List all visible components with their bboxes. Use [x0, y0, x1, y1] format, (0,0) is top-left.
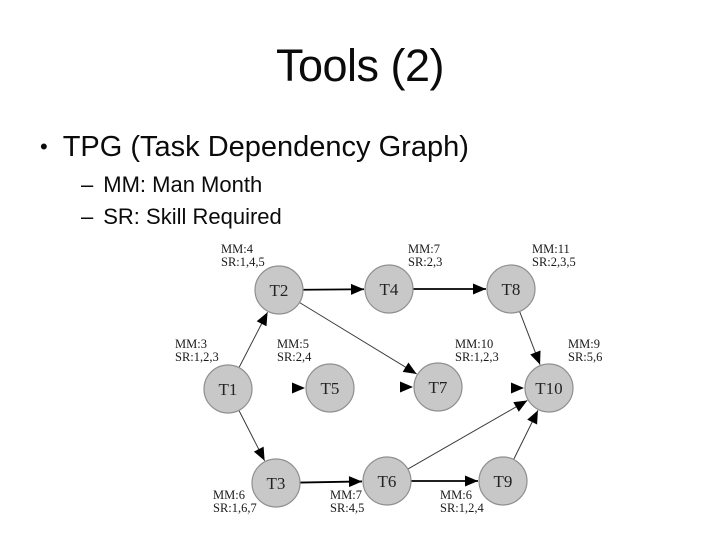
task-node-label-T8: T8	[502, 280, 521, 299]
arrowhead-icon-T6-T9	[465, 475, 478, 487]
dash-marker-icon: –	[81, 172, 94, 197]
annotation-sr-T10: SR:5,6	[568, 350, 602, 364]
task-node-label-T1: T1	[219, 380, 238, 399]
annotation-sr-T2: SR:1,4,5	[221, 255, 265, 269]
annotation-sr-T4: SR:2,3	[408, 255, 442, 269]
task-node-T1	[203, 364, 253, 414]
task-node-T10	[524, 363, 574, 413]
annotation-mm-T9: MM:6	[440, 488, 472, 502]
sub-bullet-sr: –SR: Skill Required	[81, 204, 282, 230]
annotation-mm-T2: MM:4	[221, 242, 254, 256]
bullet-tpg: • TPG (Task Dependency Graph)	[40, 131, 469, 163]
annotation-mm-T7: MM:10	[455, 337, 493, 351]
arrowhead-icon-T1-T2	[256, 312, 268, 327]
task-node-T8	[486, 264, 536, 314]
arrowhead-icon-T2-T4	[350, 283, 365, 295]
annotation-mm-T10: MM:9	[568, 337, 600, 351]
task-node-label-T2: T2	[270, 281, 289, 300]
arrowhead-icon-T4-T8	[473, 283, 486, 295]
annotation-mm-T4: MM:7	[408, 242, 440, 256]
annotation-mm-T6: MM:7	[330, 488, 362, 502]
edge-T6-T10	[407, 400, 528, 470]
annotation-sr-T9: SR:1,2,4	[440, 501, 485, 515]
bullet-dot-icon: •	[40, 134, 48, 159]
annotation-sr-T6: SR:4,5	[330, 501, 364, 515]
task-node-label-T9: T9	[494, 472, 513, 491]
annotation-sr-T7: SR:1,2,3	[455, 350, 499, 364]
annotation-mm-T1: MM:3	[175, 337, 207, 351]
arrowhead-icon-T9-T10	[527, 410, 538, 425]
arrowhead-icon-into-T10	[511, 382, 524, 394]
arrowhead-icon-T6-T10	[513, 400, 528, 412]
edge-T2-T7	[299, 302, 417, 375]
annotation-sr-T3: SR:1,6,7	[213, 501, 257, 515]
task-node-label-T7: T7	[429, 378, 448, 397]
task-node-T2	[254, 265, 304, 315]
sub-bullet-mm-text: MM: Man Month	[103, 172, 263, 197]
task-node-label-T5: T5	[321, 379, 340, 398]
arrowhead-icon-T3-T6	[348, 476, 363, 488]
task-node-T7	[413, 362, 463, 412]
sub-bullet-sr-text: SR: Skill Required	[103, 204, 282, 229]
annotation-mm-T5: MM:5	[277, 337, 309, 351]
bullet-tpg-text: TPG (Task Dependency Graph)	[62, 131, 469, 163]
task-node-label-T4: T4	[380, 280, 399, 299]
arrowhead-icon-T8-T10	[530, 350, 541, 365]
arrowhead-icon-into-T7	[400, 381, 413, 393]
arrowhead-icon-T1-T3	[253, 446, 265, 461]
task-node-T3	[251, 458, 301, 508]
arrowhead-icon-into-T5	[292, 382, 305, 394]
annotation-sr-T8: SR:2,3,5	[532, 255, 576, 269]
task-node-T5	[305, 363, 355, 413]
annotation-mm-T8: MM:11	[532, 242, 570, 256]
task-node-T4	[364, 264, 414, 314]
arrowhead-icon-T2-T7	[402, 362, 417, 374]
annotation-sr-T5: SR:2,4	[277, 350, 312, 364]
annotation-mm-T3: MM:6	[213, 488, 245, 502]
task-node-T6	[362, 456, 412, 506]
task-node-T9	[478, 456, 528, 506]
task-node-label-T6: T6	[378, 472, 397, 491]
dash-marker-icon: –	[81, 204, 94, 229]
task-node-label-T10: T10	[535, 379, 562, 398]
sub-bullet-mm: –MM: Man Month	[81, 172, 262, 198]
task-node-label-T3: T3	[267, 474, 286, 493]
annotation-sr-T1: SR:1,2,3	[175, 350, 219, 364]
slide-title: Tools (2)	[275, 40, 445, 91]
